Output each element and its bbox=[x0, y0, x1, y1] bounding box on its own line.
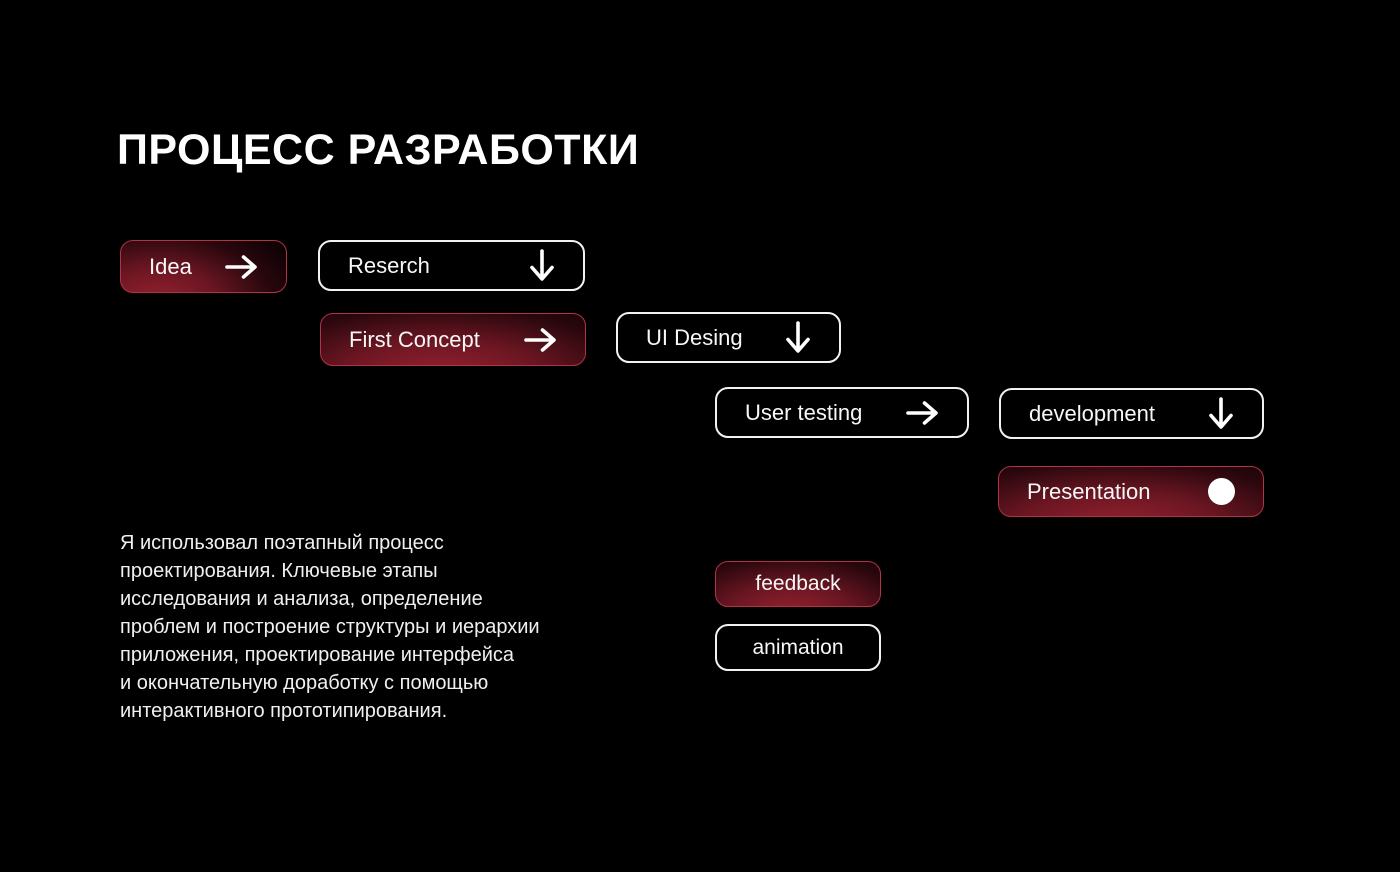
description-line: интерактивного прототипирования. bbox=[120, 700, 448, 722]
step-label: User testing bbox=[745, 399, 863, 425]
step-presentation-button[interactable]: Presentation bbox=[998, 466, 1264, 517]
step-label: UI Desing bbox=[646, 324, 743, 350]
process-description: Я использовал поэтапный процесс проектир… bbox=[120, 529, 620, 725]
arrow-right-icon bbox=[524, 327, 557, 353]
description-line: проблем и построение структуры и иерархи… bbox=[120, 616, 540, 638]
step-label: feedback bbox=[755, 572, 841, 595]
arrow-down-icon bbox=[785, 321, 811, 354]
description-line: приложения, проектирование интерфейса bbox=[120, 644, 515, 666]
step-reserch-button[interactable]: Reserch bbox=[318, 240, 585, 291]
step-label: Presentation bbox=[1027, 478, 1151, 504]
arrow-down-icon bbox=[529, 249, 555, 282]
step-feedback-button[interactable]: feedback bbox=[715, 561, 881, 607]
arrow-down-icon bbox=[1208, 397, 1234, 430]
step-development-button[interactable]: development bbox=[999, 388, 1264, 439]
step-user-testing-button[interactable]: User testing bbox=[715, 387, 969, 438]
description-line: и окончательную доработку с помощью bbox=[120, 672, 489, 694]
step-ui-desing-button[interactable]: UI Desing bbox=[616, 312, 841, 363]
circle-icon bbox=[1208, 478, 1235, 505]
description-line: Я использовал поэтапный процесс bbox=[120, 532, 444, 554]
arrow-right-icon bbox=[225, 254, 258, 280]
step-label: Reserch bbox=[348, 252, 430, 278]
step-animation-button[interactable]: animation bbox=[715, 624, 881, 671]
step-label: animation bbox=[752, 635, 844, 659]
step-label: Idea bbox=[149, 253, 192, 279]
step-label: First Concept bbox=[349, 326, 480, 352]
arrow-right-icon bbox=[906, 400, 939, 426]
step-first-concept-button[interactable]: First Concept bbox=[320, 313, 586, 366]
description-line: исследования и анализа, определение bbox=[120, 588, 483, 610]
step-label: development bbox=[1029, 400, 1155, 426]
step-idea-button[interactable]: Idea bbox=[120, 240, 287, 293]
page-title: ПРОЦЕСС РАЗРАБОТКИ bbox=[117, 125, 640, 174]
description-line: проектирования. Ключевые этапы bbox=[120, 560, 438, 582]
